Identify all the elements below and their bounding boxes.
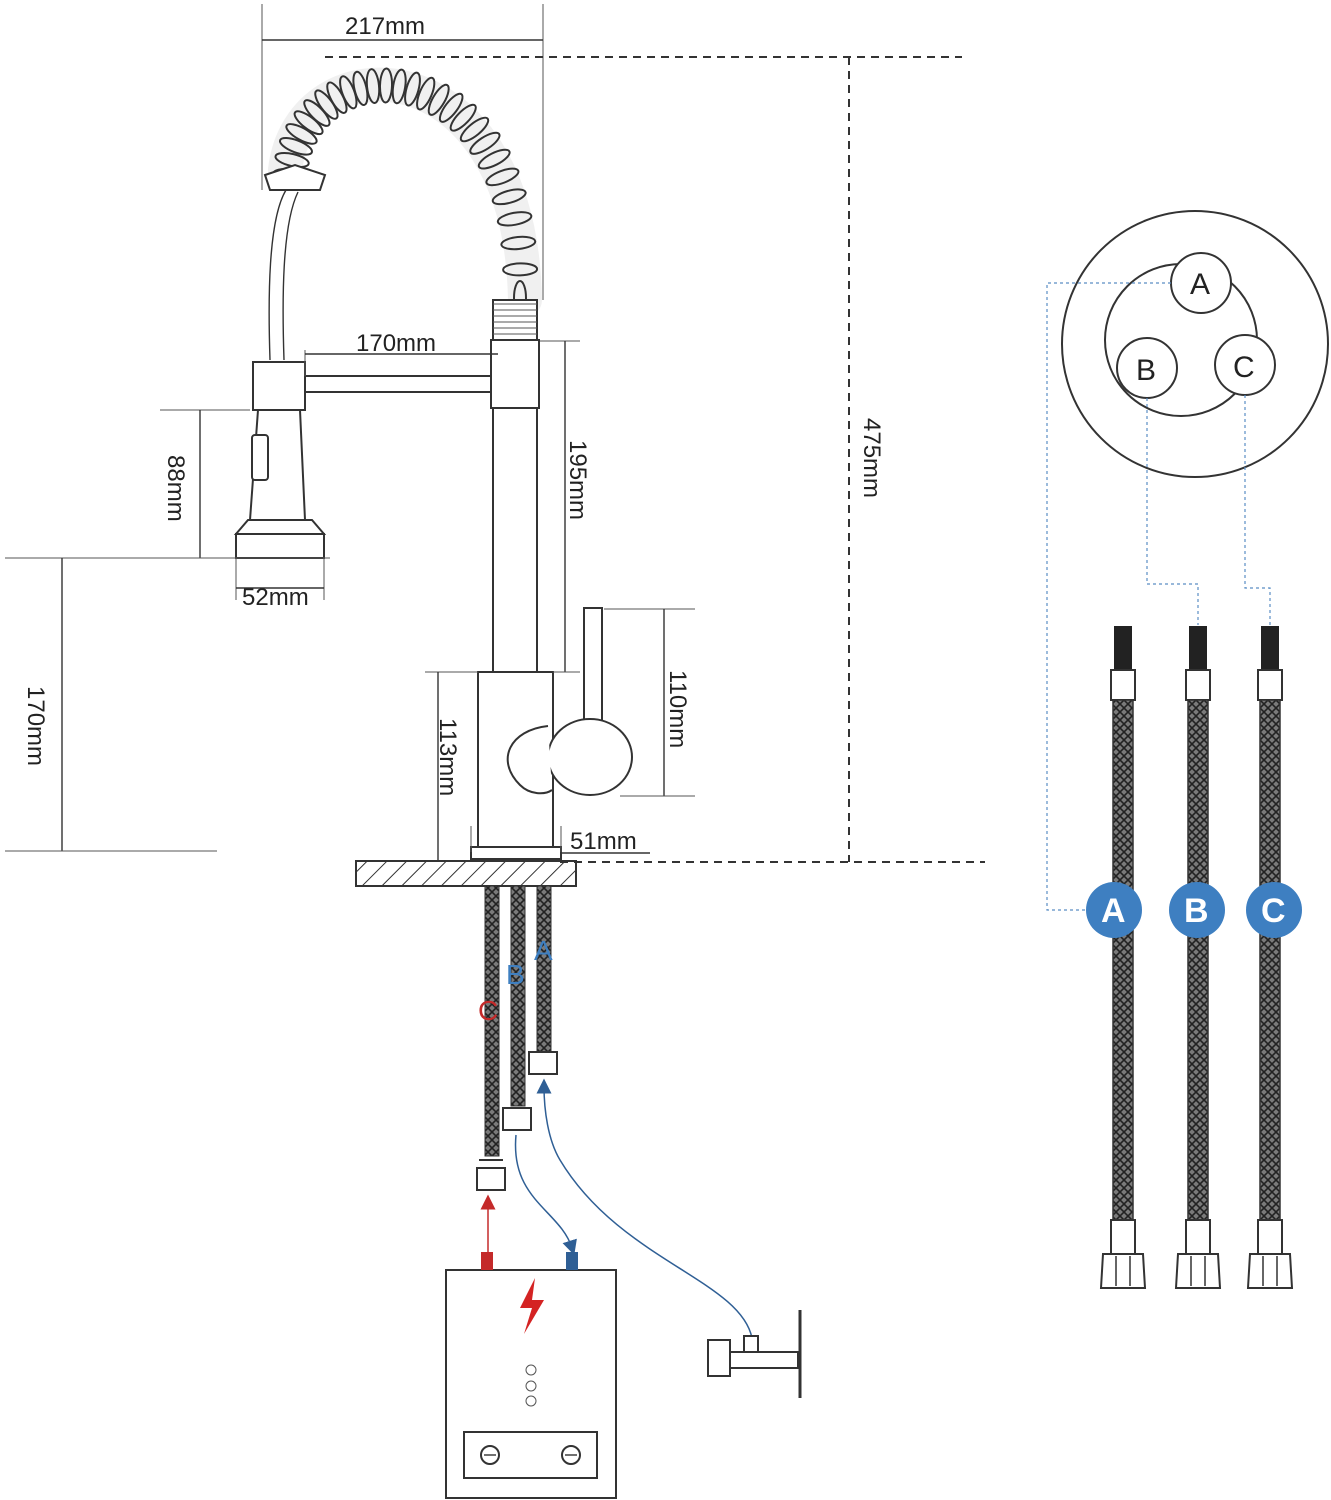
dim-handle-height: 110mm: [664, 670, 691, 748]
port-layout: [1061, 210, 1329, 478]
countertop: [355, 860, 577, 887]
coil-loop: [278, 137, 314, 156]
hose-collar: [1110, 1219, 1136, 1255]
badge-a-label: A: [1101, 892, 1126, 930]
port-b-label: B: [1136, 354, 1156, 387]
badge-b: [1169, 882, 1225, 938]
hose-badges: [1086, 882, 1302, 938]
hose-collar: [1257, 1219, 1283, 1255]
dim-base-height: 113mm: [434, 718, 461, 796]
port-a-label: A: [1190, 268, 1210, 301]
hose-label-spray: A: [534, 935, 553, 966]
coil-loop: [449, 103, 477, 132]
hose-ferrule: [1185, 669, 1211, 701]
dim-spout-height: 195mm: [564, 440, 591, 520]
coil-loop: [285, 123, 318, 145]
dim-total-height: 475mm: [858, 418, 885, 498]
faucet: [233, 67, 633, 887]
dim-spout-clearance: 170mm: [22, 686, 49, 766]
lightning-icon: [520, 1278, 544, 1334]
dim-sprayer-diameter: 52mm: [242, 584, 309, 611]
coil-loop: [438, 92, 464, 123]
water-heater: [445, 1252, 617, 1499]
coil-loop: [404, 71, 421, 107]
dim-spout-reach-total: 217mm: [345, 13, 425, 40]
hose-nut-flats: [1262, 1256, 1278, 1286]
badge-c-label: C: [1261, 892, 1286, 930]
coil-loop: [502, 262, 539, 277]
hose-nut-flats: [1190, 1256, 1206, 1286]
coil-loop: [469, 131, 501, 155]
hose-nut: [1246, 1253, 1294, 1289]
faucet-column: [490, 339, 540, 409]
hose-braid: [1259, 699, 1281, 1221]
coil-loop: [496, 211, 533, 227]
hose-tip: [1261, 626, 1279, 670]
pull-down-hose: [268, 189, 287, 361]
dim-spout-reach: 170mm: [356, 330, 436, 357]
hose-nut: [1174, 1253, 1222, 1289]
hose-collar: [1185, 1219, 1211, 1255]
hose-ferrule: [1110, 669, 1136, 701]
coil-loop: [500, 235, 537, 251]
supply-arrow: [536, 1078, 753, 1339]
cold-arrow: [514, 1134, 577, 1256]
supply-hoses: [1099, 626, 1294, 1289]
dim-base-diameter: 51mm: [570, 828, 637, 855]
badge-a: [1086, 882, 1142, 938]
hose-label-cold: B: [506, 959, 525, 990]
coil-loop: [416, 76, 436, 111]
hose-nut-flats: [1115, 1256, 1131, 1286]
hose-nut: [1099, 1253, 1147, 1289]
leader-b: [1146, 398, 1199, 625]
coil-loop: [477, 148, 511, 170]
spout-end: [263, 163, 327, 191]
coil-loop: [365, 68, 381, 105]
angle-valve: [707, 1310, 802, 1398]
leader-a: [1046, 282, 1171, 911]
hose-braid: [1112, 699, 1134, 1221]
badge-c: [1246, 882, 1302, 938]
hose-braid: [1187, 699, 1209, 1221]
hose-label-hot: C: [478, 995, 498, 1026]
coil-loop: [427, 83, 450, 116]
coil-loop: [491, 188, 527, 206]
coil-loop: [391, 68, 407, 105]
leader-c: [1244, 395, 1271, 625]
coil-loop: [378, 67, 394, 104]
under-counter-hoses: [476, 885, 558, 1191]
hose-tip: [1114, 626, 1132, 670]
hose-ferrule: [1257, 669, 1283, 701]
coil-loop: [459, 116, 490, 143]
spout-arm: [304, 375, 499, 393]
coil-loop: [485, 167, 520, 187]
spring-coil: [268, 67, 542, 317]
dim-sprayer-length: 88mm: [162, 455, 189, 522]
dimension-lines: [5, 4, 985, 863]
port-c-label: C: [1233, 351, 1255, 384]
handle-lever: [583, 607, 603, 729]
badge-b-label: B: [1184, 892, 1209, 930]
hose-tip: [1189, 626, 1207, 670]
spray-head: [233, 163, 327, 559]
